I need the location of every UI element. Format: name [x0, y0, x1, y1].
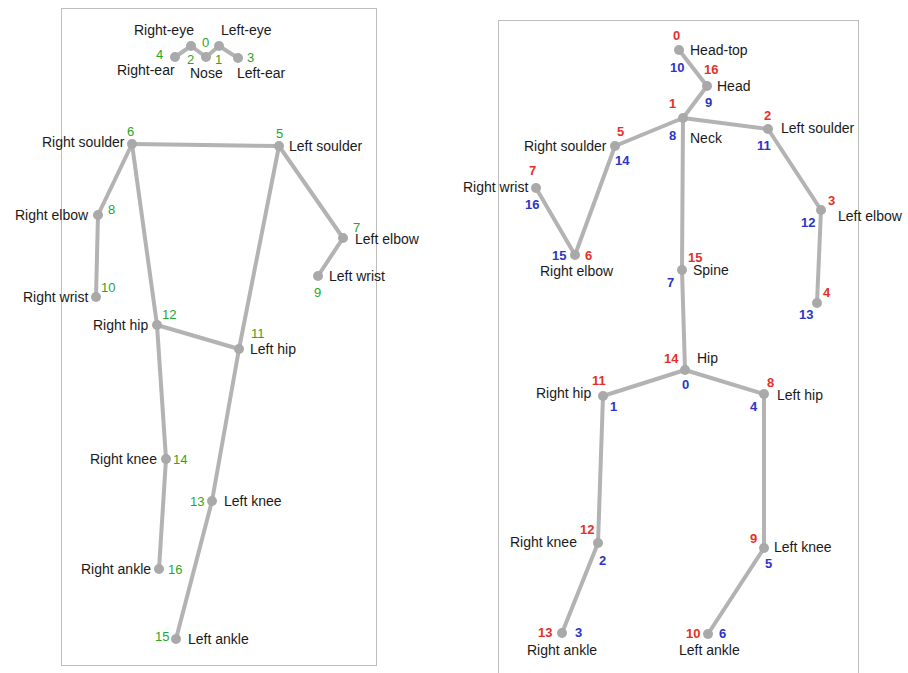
- keypoint-index: 3: [575, 626, 582, 639]
- panel-frame: [62, 9, 377, 666]
- joint-name: Left-ear: [237, 66, 285, 80]
- keypoint-index: 9: [705, 96, 712, 109]
- joint-name: Left elbow: [838, 209, 902, 223]
- keypoint-index: 1: [669, 97, 676, 110]
- joint-name: Head: [717, 79, 750, 93]
- keypoint-index: 6: [719, 627, 726, 640]
- keypoint-index: 16: [168, 563, 182, 576]
- keypoint-index: 13: [190, 495, 204, 508]
- joint-name: Right soulder: [42, 135, 125, 149]
- keypoint-index: 5: [765, 557, 772, 570]
- joint-name: Left knee: [224, 494, 282, 508]
- joint-name: Right knee: [510, 535, 577, 549]
- bones: [96, 46, 821, 639]
- joint-name: Left ankle: [679, 643, 740, 657]
- keypoint-index: 14: [615, 154, 629, 167]
- joint-name: Left wrist: [329, 269, 385, 283]
- keypoint-index: 3: [828, 194, 835, 207]
- keypoint-index: 13: [799, 308, 813, 321]
- keypoint-index: 4: [156, 48, 163, 61]
- joint-name: Right hip: [93, 318, 148, 332]
- keypoint-index: 16: [704, 63, 718, 76]
- keypoint-index: 6: [127, 125, 134, 138]
- keypoint-index: 10: [101, 281, 115, 294]
- joint-name: Neck: [690, 131, 722, 145]
- joint-name: Right hip: [536, 386, 591, 400]
- keypoint-index: 4: [823, 286, 830, 299]
- joint-name: Right ankle: [527, 643, 597, 657]
- joint-name: Right soulder: [524, 139, 607, 153]
- keypoint-index: 3: [247, 51, 254, 64]
- keypoint-index: 12: [162, 308, 176, 321]
- joint-name: Spine: [693, 263, 729, 277]
- keypoint-index: 6: [585, 249, 592, 262]
- keypoint-index: 16: [525, 198, 539, 211]
- joint-name: Right wrist: [23, 290, 88, 304]
- keypoint-index: 15: [552, 249, 566, 262]
- joint-name: Right knee: [90, 452, 157, 466]
- keypoint-index: 15: [688, 251, 702, 264]
- joint-name: Right elbow: [15, 208, 88, 222]
- joint-name: Left soulder: [289, 139, 362, 153]
- keypoint-index: 2: [599, 554, 606, 567]
- keypoint-index: 7: [667, 276, 674, 289]
- joint-name: Left knee: [774, 540, 832, 554]
- keypoint-index: 8: [669, 129, 676, 142]
- joint-name: Left soulder: [781, 121, 854, 135]
- keypoint-index: 0: [202, 36, 209, 49]
- joint-name: Nose: [190, 66, 223, 80]
- joint-name: Left ankle: [188, 632, 249, 646]
- keypoint-index: 12: [580, 523, 594, 536]
- keypoint-index: 11: [251, 327, 265, 340]
- joint-name: Left-eye: [221, 23, 272, 37]
- keypoint-index: 11: [757, 139, 771, 152]
- keypoint-index: 10: [686, 627, 700, 640]
- joint-name: Left hip: [250, 342, 296, 356]
- keypoint-index: 9: [314, 286, 321, 299]
- joint-name: Right-eye: [134, 23, 194, 37]
- keypoint-index: 7: [529, 164, 536, 177]
- keypoint-index: 14: [173, 453, 187, 466]
- keypoint-index: 9: [750, 532, 757, 545]
- keypoint-index: 5: [617, 125, 624, 138]
- keypoint-index: 14: [664, 352, 678, 365]
- keypoint-index: 8: [767, 376, 774, 389]
- joint-name: Right elbow: [540, 264, 613, 278]
- joint-name: Head-top: [690, 43, 748, 57]
- keypoint-index: 10: [670, 61, 684, 74]
- keypoint-index: 12: [801, 216, 815, 229]
- joint-name: Hip: [697, 351, 718, 365]
- keypoint-index: 2: [764, 109, 771, 122]
- keypoint-index: 0: [673, 29, 680, 42]
- joint-name: Right-ear: [117, 63, 175, 77]
- keypoint-index: 5: [276, 127, 283, 140]
- keypoint-index: 2: [187, 53, 194, 66]
- keypoint-index: 15: [155, 630, 169, 643]
- keypoint-index: 8: [108, 203, 115, 216]
- joint-name: Right wrist: [463, 180, 528, 194]
- panel-frame: [499, 21, 859, 673]
- joint-name: Left hip: [777, 388, 823, 402]
- joint-name: Left elbow: [355, 232, 419, 246]
- keypoint-index: 1: [610, 400, 617, 413]
- keypoint-index: 13: [538, 626, 552, 639]
- joints: [91, 41, 826, 644]
- keypoint-index: 1: [215, 53, 222, 66]
- joint-name: Right ankle: [81, 562, 151, 576]
- keypoint-index: 4: [750, 400, 757, 413]
- keypoint-index: 0: [682, 378, 689, 391]
- keypoint-index: 11: [592, 374, 606, 387]
